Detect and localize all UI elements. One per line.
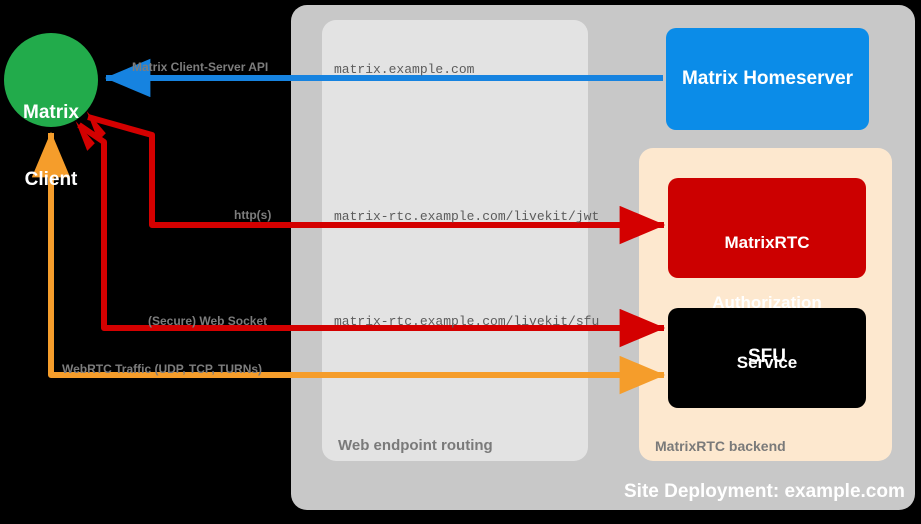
container-web-endpoint-routing-label: Web endpoint routing <box>338 437 493 454</box>
edge-endpoint-livekit-jwt: matrix-rtc.example.com/livekit/jwt <box>334 209 600 224</box>
auth-service-line2: Authorization <box>712 293 822 313</box>
edge-label-matrix-client-server-api: Matrix Client-Server API <box>132 60 269 74</box>
edge-endpoint-livekit-sfu: matrix-rtc.example.com/livekit/sfu <box>334 314 600 329</box>
node-matrixrtc-authorization-service[interactable] <box>668 178 866 278</box>
container-matrixrtc-backend-label: MatrixRTC backend <box>655 438 786 454</box>
auth-service-line3: Service <box>736 353 798 373</box>
edge-label-https: http(s) <box>234 208 272 222</box>
arrow-webrtc-traffic <box>48 133 666 395</box>
node-sfu[interactable] <box>668 308 866 408</box>
node-matrix-homeserver[interactable] <box>666 28 869 130</box>
edge-label-secure-web-socket: (Secure) Web Socket <box>148 314 268 328</box>
matrix-client-line1: Matrix <box>23 101 79 123</box>
node-matrix-client[interactable] <box>4 33 98 127</box>
arrowhead-jwt-into-client <box>86 111 106 141</box>
node-matrixrtc-authorization-service-label: MatrixRTC Authorization Service <box>668 193 866 414</box>
matrix-client-line2: Client <box>24 169 78 191</box>
edge-endpoint-matrix-example-com: matrix.example.com <box>334 62 475 77</box>
container-web-endpoint-routing <box>322 20 588 461</box>
auth-service-line1: MatrixRTC <box>724 233 810 253</box>
node-sfu-label: SFU <box>748 346 786 367</box>
arrow-https-jwt <box>87 114 666 245</box>
arrow-secure-web-socket <box>77 122 666 348</box>
edge-label-webrtc-traffic: WebRTC Traffic (UDP, TCP, TURNs) <box>62 362 263 376</box>
arrowhead-ws-into-client <box>75 121 95 151</box>
node-matrix-client-label: Matrix Client <box>4 57 98 236</box>
container-site-deployment-label: Site Deployment: example.com <box>624 481 905 502</box>
node-matrix-homeserver-label: Matrix Homeserver <box>681 68 854 89</box>
